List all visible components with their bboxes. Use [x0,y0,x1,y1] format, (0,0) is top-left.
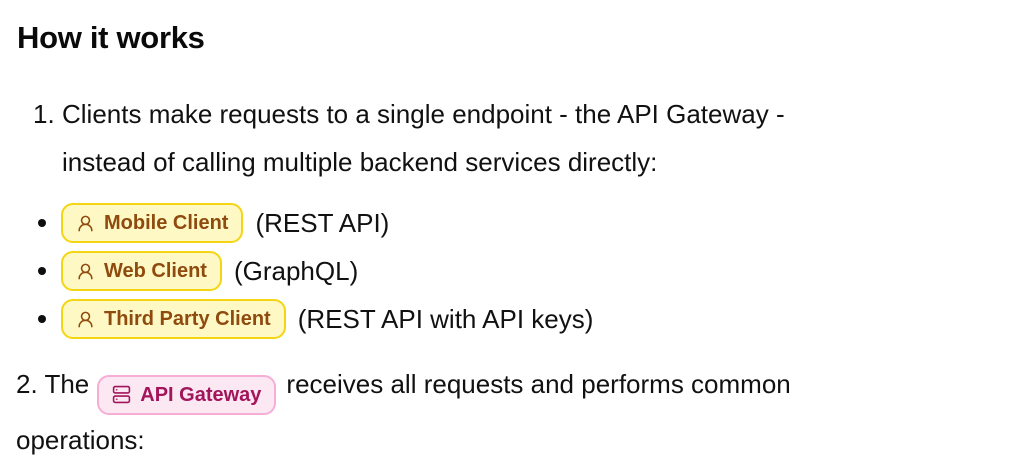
user-icon [76,262,95,281]
paragraph-item-2: 2. The API Gateway receives all requests… [16,359,1016,465]
api-gateway-chip[interactable]: API Gateway [97,374,277,415]
bullet-marker [38,315,46,323]
bullet-marker [38,267,46,275]
mobile-client-chip[interactable]: Mobile Client [61,203,244,243]
chip-label: Third Party Client [104,308,271,330]
paragraph-line-1-rest: receives all requests and performs commo… [286,369,791,399]
page-title: How it works [17,20,205,55]
list-item-line-2: instead of calling multiple backend serv… [62,147,658,177]
chip-label: API Gateway [140,383,262,406]
bullet-marker [38,219,46,227]
list-item-line-1: Clients make requests to a single endpoi… [62,99,785,129]
client-note: (REST API with API keys) [297,304,594,334]
list-item: Third Party Client (REST API with API ke… [38,299,1016,339]
paragraph-prefix: 2. The [16,369,90,399]
client-note: (REST API) [255,208,390,238]
list-number: 1. [33,99,55,129]
server-icon [112,385,131,404]
web-client-chip[interactable]: Web Client [61,251,222,291]
chip-label: Mobile Client [104,212,229,234]
user-icon [76,310,95,329]
client-bullet-list: Mobile Client (REST API) Web Client (Gra… [38,203,1016,339]
user-icon [76,214,95,233]
ordered-list-item-1: 1. Clients make requests to a single end… [16,90,1016,186]
client-note: (GraphQL) [233,256,359,286]
list-item: Mobile Client (REST API) [38,203,1016,243]
chip-label: Web Client [104,260,207,282]
third-party-client-chip[interactable]: Third Party Client [61,299,286,339]
list-item-text: Clients make requests to a single endpoi… [62,90,785,186]
paragraph-line-2: operations: [16,424,145,455]
list-item: Web Client (GraphQL) [38,251,1016,291]
